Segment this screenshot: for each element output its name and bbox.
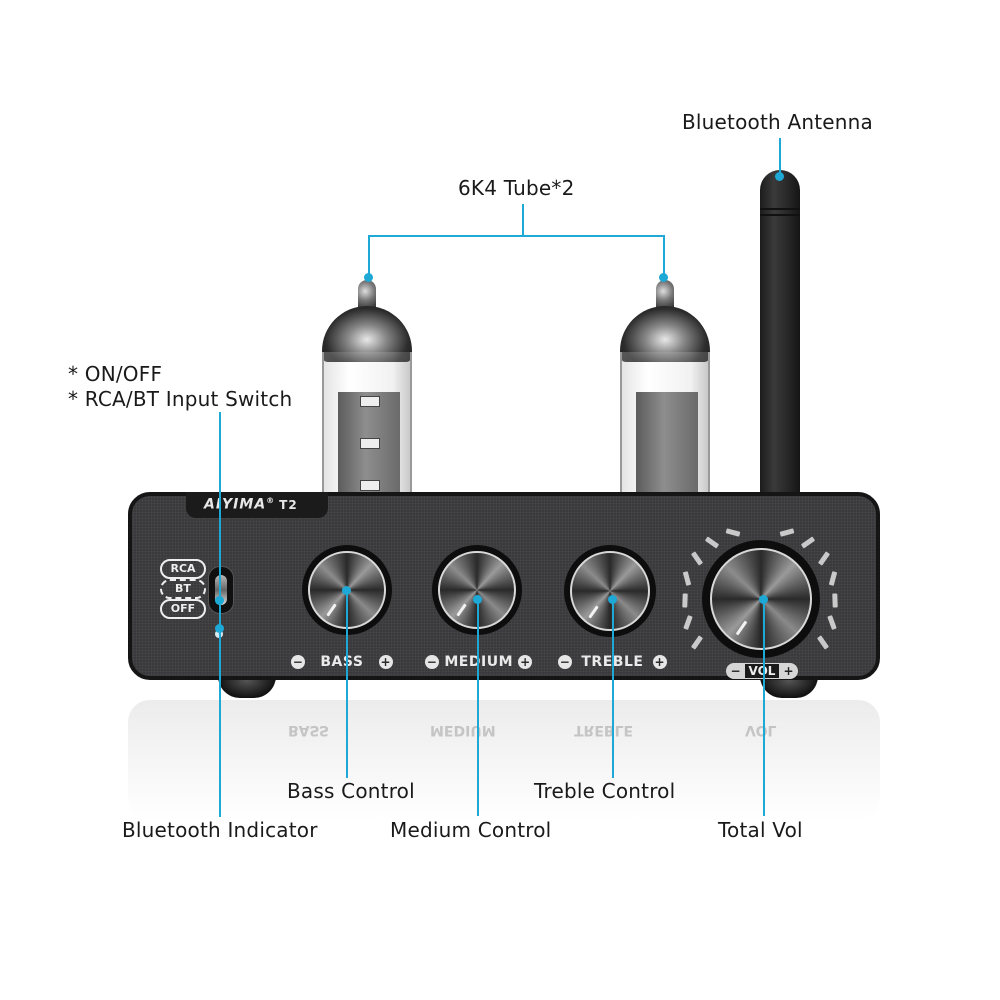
callout-dot-bass	[342, 586, 351, 595]
callout-dot-antenna	[775, 172, 784, 181]
reflection-treble: TREBLE	[574, 722, 634, 738]
brand-name: AIYIMA	[204, 496, 267, 513]
brand-plate	[186, 492, 328, 518]
callout-input-switch: * RCA/BT Input Switch	[68, 387, 293, 411]
tube-clip	[360, 396, 380, 407]
callout-line-medium	[477, 600, 479, 816]
tube-plate	[338, 392, 400, 492]
callout-total-vol: Total Vol	[718, 818, 803, 842]
treble-knob[interactable]	[564, 545, 656, 637]
callout-medium: Medium Control	[390, 818, 552, 842]
tube-plate	[636, 392, 698, 492]
minus-icon: −	[558, 655, 572, 669]
vacuum-tube-left	[320, 280, 414, 495]
callout-dot-medium	[473, 595, 482, 604]
registered-mark: ®	[266, 496, 276, 505]
callout-antenna: Bluetooth Antenna	[682, 110, 873, 134]
callout-dot-tube-right	[659, 273, 668, 282]
callout-bass: Bass Control	[287, 779, 415, 803]
tube-clip	[360, 438, 380, 449]
minus-icon: −	[730, 664, 741, 678]
callout-line-switch	[219, 412, 221, 817]
tube-glass	[322, 352, 412, 495]
callout-line-volume	[763, 600, 765, 816]
plus-icon: +	[783, 664, 794, 678]
callout-line-tubes-bracket	[368, 235, 665, 237]
callout-line-treble	[612, 600, 614, 778]
volume-segment	[832, 593, 838, 608]
volume-segment	[682, 593, 688, 608]
callout-line-tubes	[522, 204, 524, 236]
tube-glass	[620, 352, 710, 495]
model-name: T2	[279, 497, 298, 512]
foot-left	[218, 676, 276, 698]
callout-bt-indicator: Bluetooth Indicator	[122, 818, 318, 842]
foot-right	[760, 676, 818, 698]
callout-dot-treble	[608, 595, 617, 604]
tube-tip	[358, 280, 376, 312]
callout-dot-tube-left	[364, 273, 373, 282]
reflection-vol: VOL	[745, 722, 777, 738]
callout-line-tube-left	[368, 235, 370, 277]
bass-text: BASS	[320, 654, 364, 670]
knob-face[interactable]	[570, 551, 650, 631]
reflection-medium: MEDIUM	[430, 722, 496, 738]
callout-line-bass	[346, 590, 348, 778]
plus-icon: +	[518, 655, 533, 669]
plus-icon: +	[652, 655, 667, 669]
reflection-bass: BASS	[288, 722, 330, 738]
bass-label: − BASS +	[291, 654, 393, 670]
minus-icon: −	[291, 655, 305, 669]
callout-line-tube-right	[663, 235, 665, 277]
callout-dot-bt-indicator	[215, 624, 224, 633]
antenna-ring	[760, 214, 800, 216]
switch-label-rca: RCA	[160, 559, 206, 579]
callout-line-antenna	[779, 138, 781, 176]
plus-icon: +	[378, 655, 393, 669]
callout-treble: Treble Control	[534, 779, 676, 803]
switch-label-bt: BT	[160, 579, 206, 599]
volume-label: −VOL+	[726, 663, 798, 679]
callout-on-off: * ON/OFF	[68, 362, 163, 386]
minus-icon: −	[425, 655, 439, 669]
vacuum-tube-right	[618, 280, 712, 495]
vol-text: VOL	[744, 664, 780, 678]
switch-label-off: OFF	[160, 599, 206, 619]
callout-dot-volume	[759, 595, 768, 604]
callout-tubes: 6K4 Tube*2	[458, 176, 575, 200]
tube-tip	[656, 280, 674, 312]
input-toggle-switch[interactable]	[208, 566, 234, 614]
tube-clip	[360, 480, 380, 491]
antenna-ring	[760, 208, 800, 210]
device-reflection	[128, 700, 880, 820]
bluetooth-antenna	[760, 170, 800, 500]
callout-dot-switch	[215, 596, 224, 605]
